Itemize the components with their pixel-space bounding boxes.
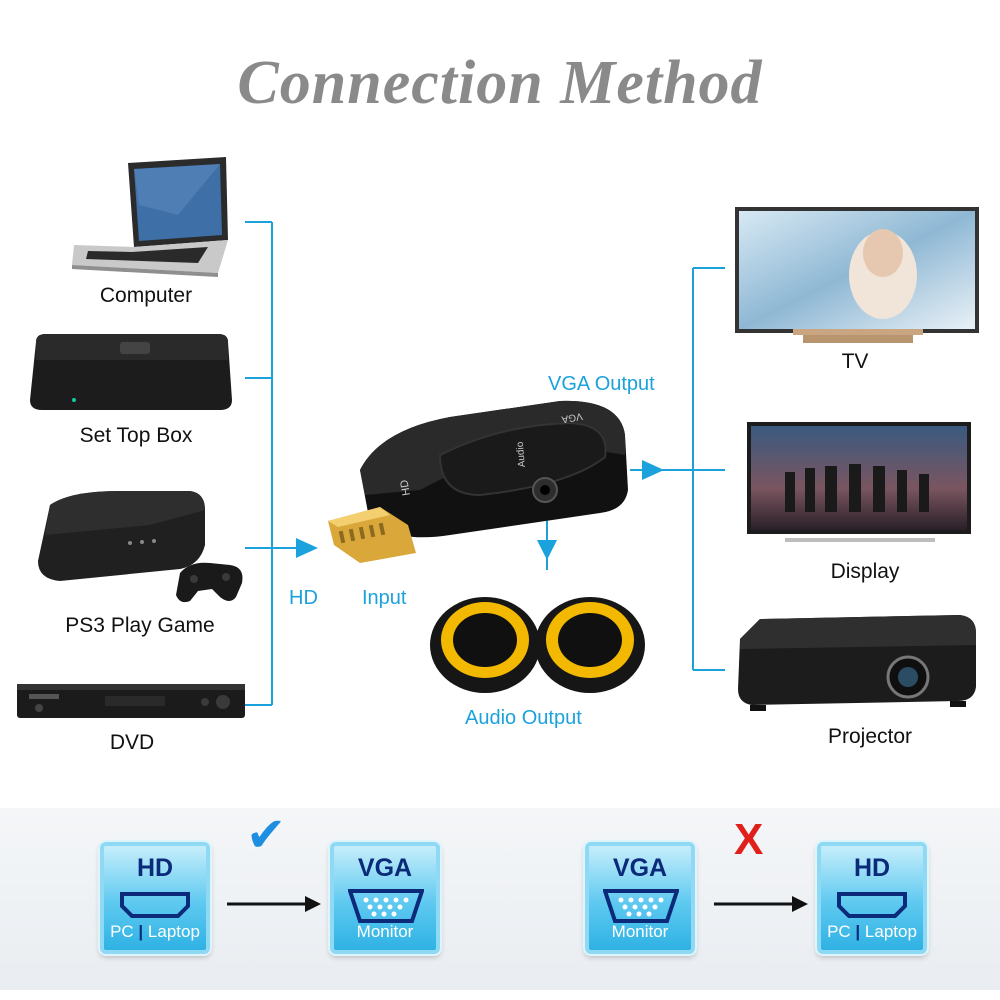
vga-output-label: VGA Output bbox=[548, 373, 655, 395]
hdmi-port-icon bbox=[120, 892, 190, 918]
input-arrow-icon bbox=[296, 538, 318, 558]
dvd-player-icon bbox=[17, 684, 245, 718]
source-label-ps3: PS3 Play Game bbox=[65, 614, 215, 637]
badge-device-monitor: Monitor bbox=[611, 922, 669, 941]
badge-device-pc: PC bbox=[827, 922, 851, 941]
badge-divider: | bbox=[138, 922, 144, 941]
badge-title: VGA bbox=[612, 854, 668, 882]
ps3-console-icon bbox=[38, 491, 243, 603]
output-label-display: Display bbox=[830, 560, 900, 583]
vga-output-arrow-icon bbox=[642, 460, 664, 480]
vga-port-icon bbox=[348, 889, 424, 923]
adapter-printed-hd: HD bbox=[398, 479, 413, 497]
source-label-computer: Computer bbox=[99, 284, 193, 307]
badge-device-laptop: Laptop bbox=[147, 922, 200, 941]
hd-to-vga-adapter-image: HD Audio VGA bbox=[328, 400, 628, 563]
badge-device-laptop: Laptop bbox=[864, 922, 917, 941]
invalid-arrow-icon bbox=[714, 896, 808, 912]
invalid-source-badge-vga: VGA Monitor bbox=[585, 842, 695, 954]
source-label-dvd: DVD bbox=[109, 731, 155, 754]
hd-label: HD bbox=[289, 587, 318, 609]
valid-target-badge-vga: VGA Monitor bbox=[330, 842, 440, 954]
connection-lines bbox=[245, 221, 725, 706]
source-label-set-top-box: Set Top Box bbox=[79, 424, 193, 447]
output-label-projector: Projector bbox=[827, 725, 913, 748]
cross-icon: X bbox=[734, 815, 764, 864]
hdmi-port-icon bbox=[837, 892, 907, 918]
badge-divider: | bbox=[855, 922, 861, 941]
input-label: Input bbox=[362, 587, 407, 609]
invalid-target-badge-hd: HD PC | Laptop bbox=[817, 842, 927, 954]
laptop-icon bbox=[72, 157, 228, 277]
audio-output-label: Audio Output bbox=[465, 707, 582, 729]
display-icon bbox=[747, 422, 971, 542]
badge-title: VGA bbox=[357, 854, 413, 882]
vga-port-icon bbox=[603, 889, 679, 923]
valid-arrow-icon bbox=[227, 896, 321, 912]
badge-device-monitor: Monitor bbox=[356, 922, 414, 941]
audio-output-arrow-icon bbox=[537, 540, 557, 560]
speakers-icon bbox=[430, 597, 645, 693]
valid-source-badge-hd: HD PC | Laptop bbox=[100, 842, 210, 954]
page-title: Connection Method bbox=[237, 49, 763, 117]
badge-device-pc: PC bbox=[110, 922, 134, 941]
badge-title: HD bbox=[136, 854, 174, 882]
adapter-printed-audio: Audio bbox=[515, 441, 528, 468]
badge-title: HD bbox=[853, 854, 891, 882]
set-top-box-icon bbox=[30, 334, 232, 410]
checkmark-icon: ✔ bbox=[246, 809, 287, 862]
adapter-printed-vga: VGA bbox=[560, 410, 583, 425]
tv-icon bbox=[735, 207, 979, 343]
projector-icon bbox=[738, 615, 976, 711]
output-label-tv: TV bbox=[841, 350, 869, 373]
